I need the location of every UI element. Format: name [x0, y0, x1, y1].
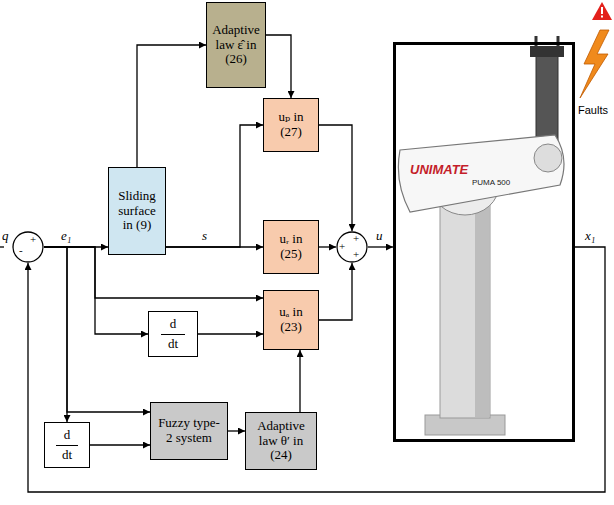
junction-circle [12, 231, 44, 263]
summing-junction: + + + [336, 231, 368, 263]
input-line [0, 246, 4, 247]
signal-label: x₁ [584, 229, 596, 243]
adaptive-law-box: Adaptive law ε̂ in (26) [206, 2, 266, 88]
robot-column [440, 200, 490, 418]
control-box: uₐ in (23) [263, 290, 319, 350]
sign-text: + [353, 233, 359, 244]
sign-text: - [19, 245, 23, 256]
node-text: d [49, 428, 85, 443]
signal-arrow [44, 247, 148, 334]
robot-frame: UNIMATE PUMA 500 [393, 42, 575, 442]
signal-label: u [375, 229, 384, 243]
control-box: uᵣ in (25) [263, 220, 319, 274]
warning-mark [601, 16, 603, 18]
adaptive-law-box: Adaptive law θ′ in (24) [245, 412, 317, 470]
signal-arrow [198, 333, 263, 334]
signal-arrow [90, 444, 150, 445]
signal-arrow [319, 246, 336, 247]
signal-arrow [368, 246, 393, 247]
signal-arrow [166, 246, 263, 247]
signal-arrow [319, 263, 352, 320]
robot-text: UNIMATE [410, 163, 468, 176]
signal-arrow [266, 35, 291, 98]
signal-arrow [44, 247, 150, 412]
sliding-surface-box: Sliding surface in (9) [108, 167, 166, 255]
node-text: Sliding surface in (9) [113, 189, 161, 234]
warning-triangle [592, 2, 612, 20]
node-text: Fuzzy type-2 system [155, 416, 223, 446]
fault-label: Faults [578, 104, 608, 116]
signal-arrow [166, 125, 263, 247]
sign-text: + [30, 234, 36, 245]
node-text: dt [153, 337, 193, 352]
signal-arrow [299, 350, 300, 412]
signal-arrow [137, 45, 206, 167]
junction-circle [337, 232, 367, 262]
sign-text: + [339, 241, 345, 252]
signal-label: s [201, 229, 208, 243]
derivative-box: d dt [148, 311, 198, 357]
signal-label: q [2, 229, 9, 243]
fuzzy-system-box: Fuzzy type-2 system [150, 402, 228, 460]
fault-bolt [580, 30, 609, 98]
node-text: uₚ in (27) [268, 110, 314, 140]
node-text: dt [49, 448, 85, 463]
sign-text: + [353, 249, 359, 260]
signal-arrow [44, 247, 67, 422]
warning-mark [601, 7, 603, 14]
node-text: Adaptive law θ′ in (24) [250, 419, 312, 464]
signal-label: e₁ [60, 229, 72, 243]
control-box: uₚ in (27) [263, 98, 319, 152]
derivative-box: d dt [44, 422, 90, 468]
robot-text: PUMA 500 [472, 179, 510, 187]
summing-junction: +- [12, 231, 44, 263]
fraction-bar [161, 334, 185, 335]
node-text: uₐ in (23) [268, 305, 314, 335]
robot-elbow [534, 144, 562, 172]
robot-wrist [530, 46, 564, 57]
signal-arrow [28, 247, 605, 492]
node-text: uᵣ in (25) [268, 232, 314, 262]
node-text: d [153, 317, 193, 332]
node-text: Adaptive law ε̂ in (26) [211, 23, 261, 68]
signal-arrow [228, 430, 245, 431]
signal-arrow [319, 125, 352, 231]
junction-circle [13, 232, 43, 262]
robot-column-shade [475, 201, 489, 417]
robot-arm [398, 135, 564, 212]
fraction-bar [56, 445, 78, 446]
